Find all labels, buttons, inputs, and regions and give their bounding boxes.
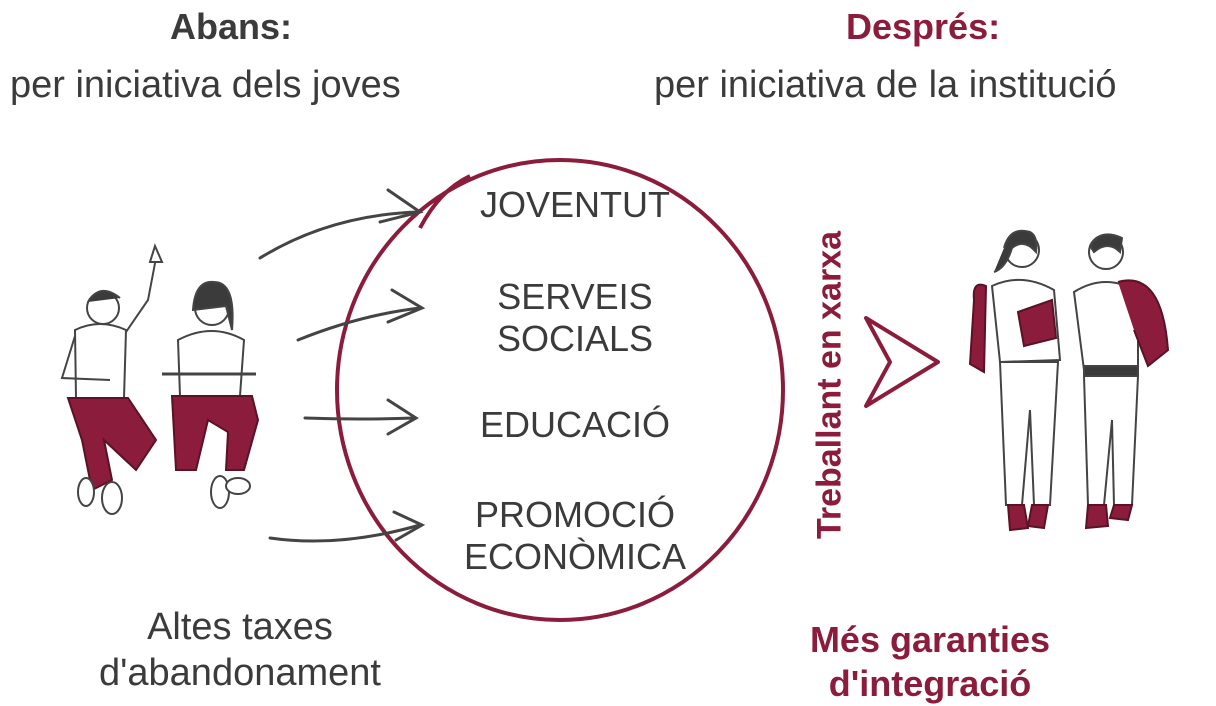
arrow-right-icon (303, 398, 419, 436)
arrow-right-icon (296, 288, 426, 342)
arrow-right-icon (268, 510, 426, 543)
service-label-educacio: EDUCACIÓ (479, 404, 671, 445)
chevron-right-icon (864, 316, 940, 408)
service-label-joventut: JOVENTUT (479, 184, 670, 225)
before-title: Abans: (170, 6, 293, 47)
after-subtitle: per iniciativa de la institució (654, 64, 1117, 106)
students-sitting-illustration (60, 243, 260, 515)
circle-tail (418, 174, 471, 229)
network-circle (335, 158, 785, 622)
after-title: Després: (846, 6, 1001, 47)
before-subtitle: per iniciativa dels joves (10, 64, 401, 106)
arrow-right-icon (258, 188, 424, 260)
service-label-promocio-economica: PROMOCIÓ ECONÒMICA (463, 494, 686, 577)
right-caption: Més garanties d'integració (809, 619, 1051, 704)
service-label-serveis-socials: SERVEIS SOCIALS (496, 276, 654, 359)
students-walking-illustration (968, 229, 1170, 532)
network-label: Treballant en xarxa (810, 230, 849, 540)
left-caption: Altes taxes d'abandonament (99, 606, 381, 694)
